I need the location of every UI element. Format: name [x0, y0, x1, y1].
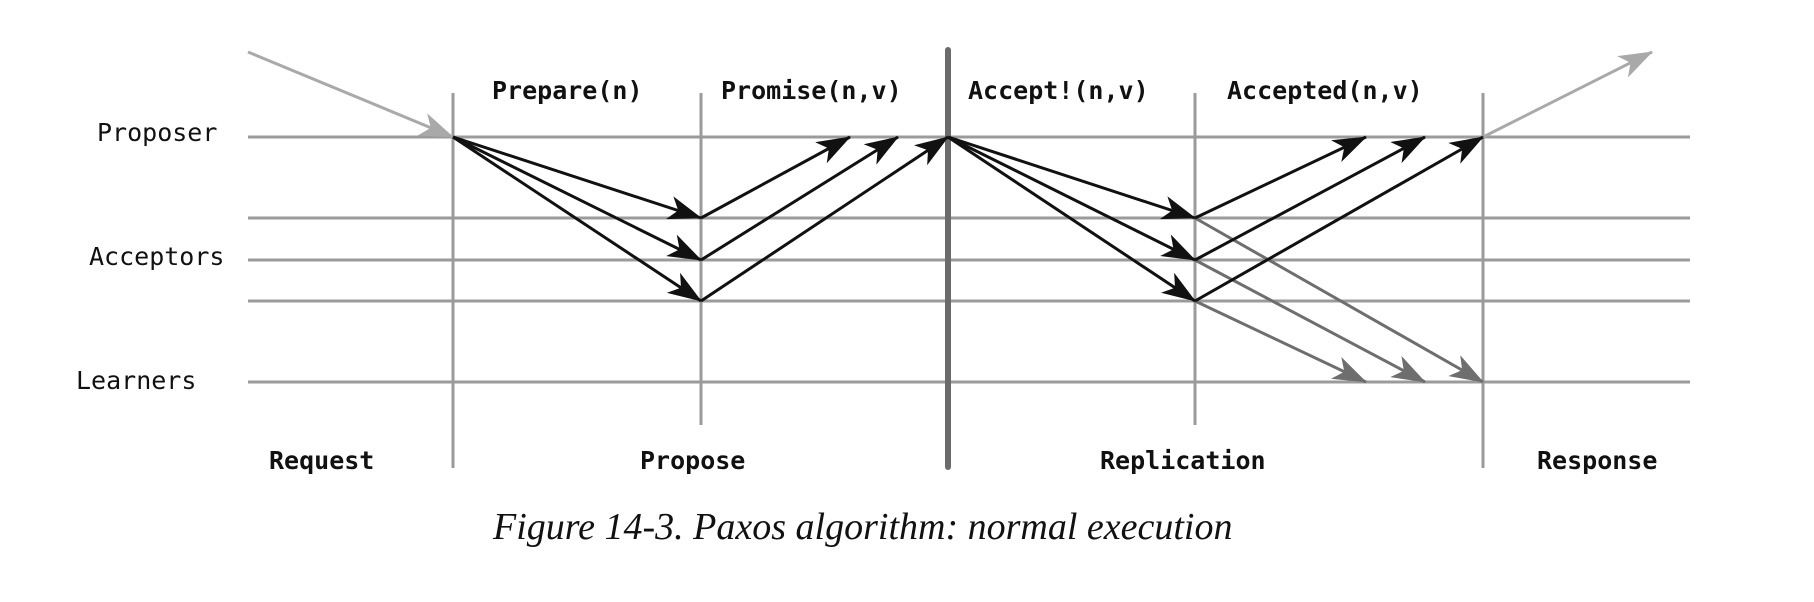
phase-label-response: Response: [1537, 446, 1657, 475]
accepted-proposer-arrow-1: [1194, 135, 1367, 220]
timelines: [248, 135, 1690, 384]
accepted-learner-arrow-3: [1194, 299, 1367, 384]
client-request-arrow: [247, 50, 454, 139]
client-response-arrow: [1482, 50, 1653, 139]
prepare-arrow-1: [452, 135, 702, 220]
prepare-arrows: [452, 135, 702, 303]
phase-label-replication: Replication: [1100, 446, 1266, 475]
figure-caption: Figure 14-3. Paxos algorithm: normal exe…: [492, 506, 1232, 548]
accept-arrow-1: [947, 135, 1196, 220]
accept-arrows: [947, 135, 1196, 303]
accept-arrow-2: [947, 135, 1196, 262]
accepted-proposer-arrow-3: [1194, 135, 1484, 303]
promise-arrow-3: [700, 135, 949, 303]
role-label-learners: Learners: [76, 366, 196, 395]
promise-arrows: [700, 135, 949, 303]
message-label-accept: Accept!(n,v): [968, 76, 1149, 105]
accepted-proposer-arrow-2: [1194, 135, 1426, 262]
accepted-to-proposer-arrows: [1194, 135, 1484, 303]
role-label-acceptors: Acceptors: [89, 242, 224, 271]
prepare-arrow-3: [452, 135, 702, 303]
promise-arrow-2: [700, 135, 899, 262]
role-label-proposer: Proposer: [97, 118, 217, 147]
message-label-prepare: Prepare(n): [492, 76, 643, 105]
message-label-promise: Promise(n,v): [721, 76, 902, 105]
accept-arrow-3: [947, 135, 1196, 303]
message-label-accepted: Accepted(n,v): [1227, 76, 1423, 105]
promise-arrow-1: [700, 135, 851, 220]
prepare-arrow-2: [452, 135, 702, 262]
phase-label-request: Request: [269, 446, 374, 475]
accepted-learner-arrow-1: [1194, 216, 1484, 384]
accepted-learner-arrow-2: [1194, 258, 1426, 384]
phase-label-propose: Propose: [640, 446, 745, 475]
